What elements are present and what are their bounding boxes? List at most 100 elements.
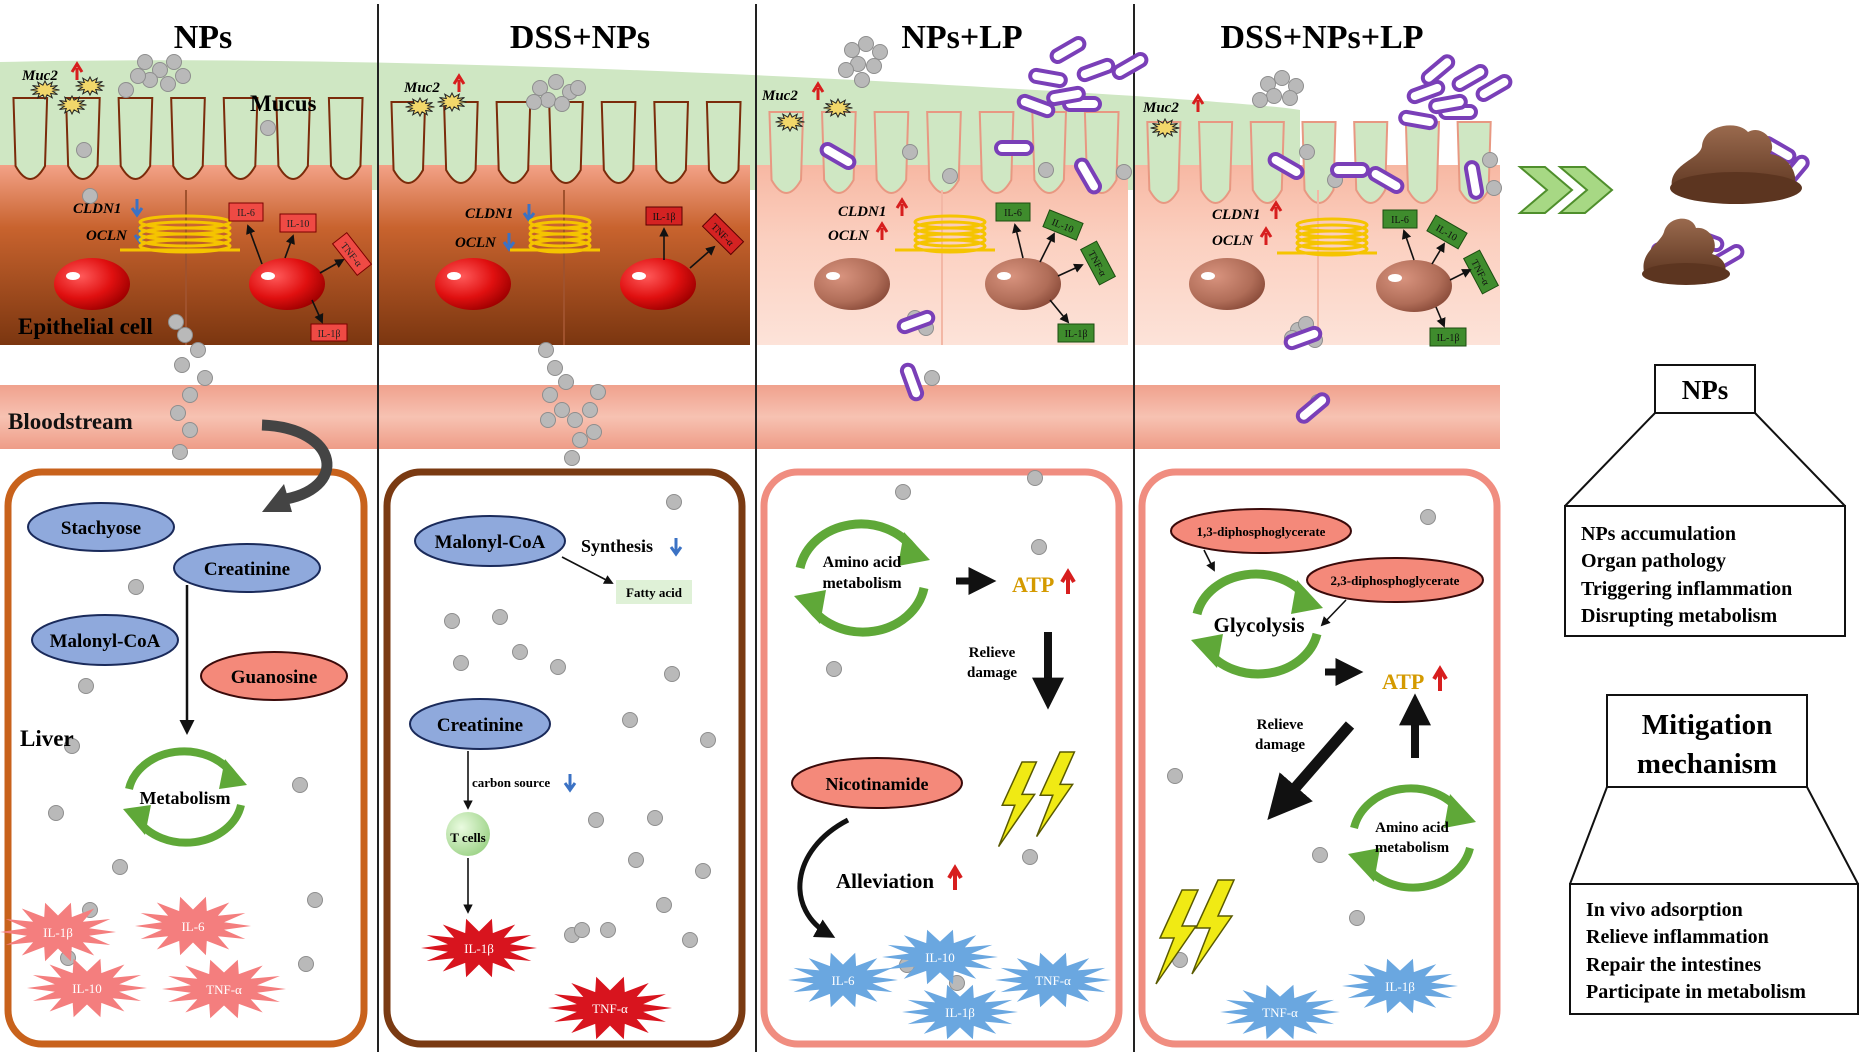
svg-text:Creatinine: Creatinine — [204, 559, 290, 580]
feces-icon — [1642, 218, 1730, 285]
nanoparticle-icon — [572, 432, 588, 448]
mucus-layer — [0, 60, 1300, 190]
nanoparticle-icon — [695, 863, 711, 879]
nanoparticle-icon — [540, 92, 556, 108]
nanoparticle-icon — [128, 579, 144, 595]
tight-junctions — [120, 214, 1377, 257]
nanoparticle-icon — [48, 805, 64, 821]
probiotic-rod-icon — [1330, 162, 1370, 178]
liver-dss-np-content: Malonyl-CoA Synthesis Fatty acid Creatin… — [409, 515, 692, 914]
lightning-icon — [997, 761, 1038, 848]
nuclei — [54, 258, 1452, 312]
probiotic-rod-icon — [1463, 160, 1485, 200]
villus-lumen — [65, 97, 101, 180]
cldn1-label: CLDN1 — [838, 204, 886, 220]
cytokine-burst-label: IL-1β — [1385, 979, 1415, 994]
liver-np-lp-content: Amino acid metabolism ATP Relieve damage… — [791, 519, 1076, 938]
cytokine-burst: IL-1β — [0, 902, 116, 962]
nanoparticle-icon — [170, 405, 186, 421]
cytokine-burst-label: IL-10 — [72, 981, 102, 996]
nanoparticle-icon — [838, 62, 854, 78]
nanoparticle-icon — [540, 412, 556, 428]
nanoparticle-icon — [175, 68, 191, 84]
summary-mitigation-item: In vivo adsorption — [1586, 899, 1743, 921]
synthesis-label: Synthesis — [581, 536, 653, 556]
cytokine-burst-label: IL-1β — [43, 925, 73, 940]
villus-lumen — [275, 97, 311, 180]
probiotic-rod-icon — [1475, 74, 1513, 102]
metabolite-stachyose — [27, 502, 175, 552]
panel-title-np: NPs — [174, 19, 233, 56]
svg-text:Stachyose: Stachyose — [61, 518, 141, 539]
liver-panel-dss-np — [383, 468, 746, 1048]
probiotic-rod-icon — [1283, 325, 1323, 351]
muc2-granule-icon — [775, 111, 805, 133]
villi — [12, 97, 1492, 204]
nanoparticle-icon — [532, 80, 548, 96]
nanoparticle-icon — [197, 370, 213, 386]
svg-text:Malonyl-CoA: Malonyl-CoA — [435, 532, 546, 553]
cytokine-burst-label: IL-6 — [181, 919, 205, 934]
cytokine-box: IL-1β — [1057, 323, 1095, 343]
nucleus-icon — [1189, 258, 1265, 310]
ocln-label: OCLN — [455, 235, 497, 251]
down-arrow-icon — [502, 233, 516, 252]
tight-junction-icon — [528, 232, 592, 248]
villus-lumen — [1197, 121, 1234, 204]
nucleus-icon — [435, 258, 511, 310]
cytokine-burst: TNF-α — [995, 952, 1111, 1008]
probiotic-rod-icon — [1049, 36, 1087, 64]
nanoparticle-icon — [854, 72, 870, 88]
nanoparticle-icon — [628, 852, 644, 868]
recirculation-arrow — [261, 419, 333, 506]
summary-nps-title-box — [1654, 364, 1756, 414]
nanoparticle-icon — [622, 712, 638, 728]
metabolite-creatinine — [409, 698, 551, 750]
liver-label: Liver — [20, 726, 74, 751]
cldn1-label: CLDN1 — [73, 201, 121, 217]
liver-np-content: Stachyose Creatinine Malonyl-CoA Guanosi… — [20, 419, 348, 847]
svg-text:Guanosine: Guanosine — [231, 667, 318, 688]
probiotic-rod-icon — [1076, 57, 1116, 83]
villus-lumen — [1301, 121, 1337, 204]
synthesis-arrow — [561, 556, 614, 584]
villus-lumen — [390, 101, 427, 184]
nanoparticle-icon — [547, 360, 563, 376]
nanoparticle-icon — [866, 58, 882, 74]
cldn1-label: CLDN1 — [1212, 207, 1260, 223]
probiotic-rod-icon — [1267, 152, 1305, 180]
nanoparticle-icon — [1420, 509, 1436, 525]
summary-nps-list-box — [1564, 505, 1846, 637]
nanoparticle-icon — [682, 932, 698, 948]
nanoparticle-icon — [895, 484, 911, 500]
muc2-granule-icon — [57, 94, 87, 116]
nanoparticle-icon — [586, 424, 602, 440]
probiotic-rod-icon — [1016, 93, 1056, 119]
cytokine-burst: TNF-α — [162, 959, 286, 1019]
tight-junction-icon — [528, 238, 592, 254]
muc2-granule-icon — [405, 96, 435, 118]
tight-junction-icon — [913, 238, 987, 254]
muc2-granule-icon — [30, 79, 60, 101]
section-dividers — [377, 4, 1135, 1052]
nanoparticle-icon — [924, 370, 940, 386]
probiotic-rod-icon — [1420, 54, 1456, 86]
summary-nps-item: Triggering inflammation — [1581, 578, 1792, 600]
svg-text:Relieve: Relieve — [1257, 717, 1304, 733]
villus-lumen — [443, 101, 479, 184]
svg-text:IL-1β: IL-1β — [318, 329, 341, 340]
down-arrow-icon — [522, 204, 536, 223]
nanoparticle-icon — [512, 644, 528, 660]
nanoparticle-icon — [564, 450, 580, 466]
probiotic-rod-icon — [1295, 392, 1331, 424]
cycle-arrow-icon — [1348, 784, 1476, 892]
cytokine-box: IL-10 — [1426, 214, 1468, 250]
liver-dss-np-lp-content: 1,3-diphosphoglycerate 2,3-diphosphoglyc… — [1170, 508, 1484, 892]
feces-icon — [1670, 125, 1802, 204]
nanoparticle-icon — [548, 74, 564, 90]
nanoparticle-icon — [942, 168, 958, 184]
svg-text:T cells: T cells — [450, 830, 486, 845]
svg-text:Relieve: Relieve — [969, 645, 1016, 661]
svg-text:IL-1β: IL-1β — [1065, 329, 1088, 340]
nanoparticle-icon — [826, 661, 842, 677]
